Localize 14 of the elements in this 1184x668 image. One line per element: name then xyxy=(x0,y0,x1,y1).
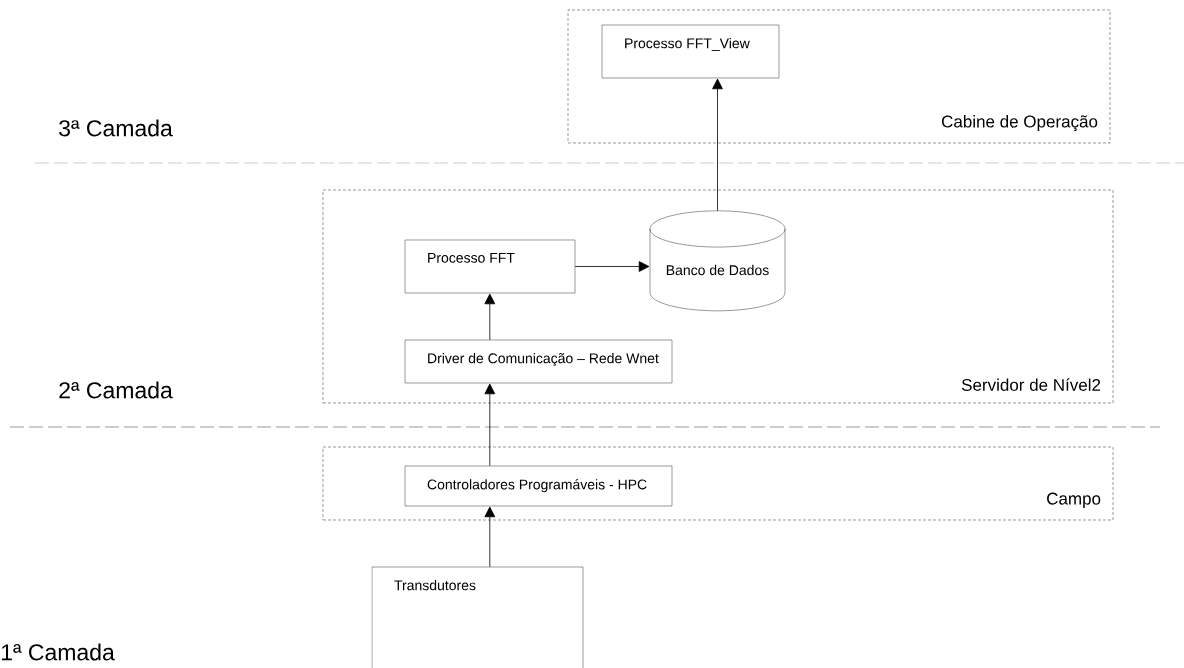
process-box: Controladores Programáveis - HPC xyxy=(404,465,673,507)
arrow xyxy=(484,293,496,341)
process-box: Transdutores xyxy=(371,566,584,668)
arrow xyxy=(712,78,723,212)
process-box: Processo FFT_View xyxy=(601,24,780,79)
arrow xyxy=(574,261,650,272)
process-box: Driver de Comunicação – Rede Wnet xyxy=(404,339,673,384)
layer-label: 3ª Camada xyxy=(59,119,173,137)
arrow xyxy=(484,383,496,467)
process-box: Processo FFT xyxy=(404,239,576,294)
database-cylinder: Banco de Dados xyxy=(649,210,786,312)
layer-label: 2ª Camada xyxy=(59,381,173,399)
layer-label: 1ª Camada xyxy=(1,643,115,661)
arrow xyxy=(484,506,496,568)
